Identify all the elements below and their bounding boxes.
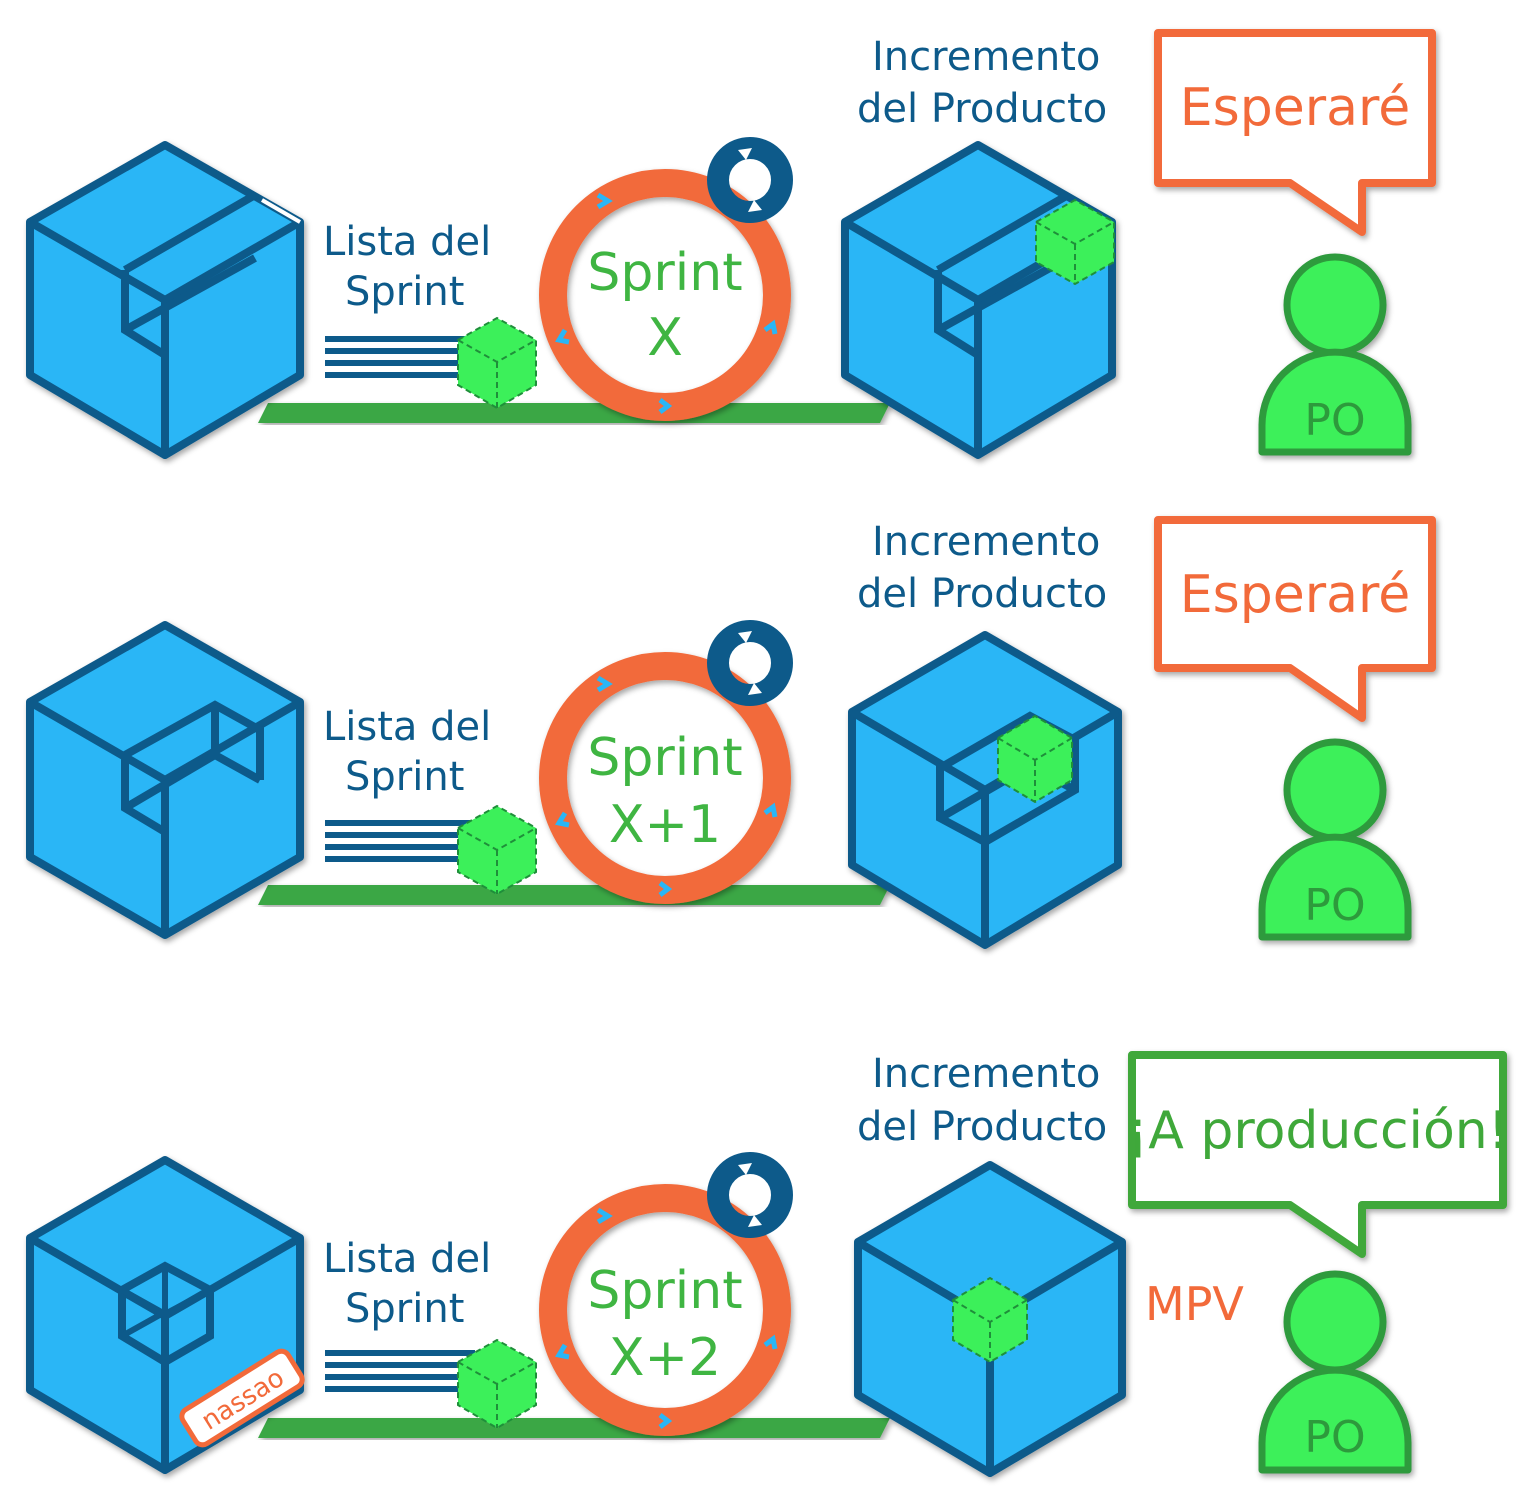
sprint-ring <box>539 652 791 904</box>
cycle-icon <box>707 1152 793 1238</box>
sprint-number: X+2 <box>609 1328 721 1388</box>
sprint-list-lines <box>325 820 475 862</box>
green-increment-cube <box>952 1276 1028 1364</box>
green-track <box>258 885 890 905</box>
product-owner-icon <box>1258 738 1412 941</box>
increment-label-2: del Producto <box>857 86 1107 132</box>
sprint-list-lines <box>325 336 475 378</box>
speech-bubble <box>1154 29 1436 236</box>
green-item-cube <box>457 1338 537 1430</box>
sprint-list-label-2: Sprint <box>345 1286 464 1332</box>
green-item-cube <box>457 804 537 896</box>
increment-label-1: Incremento <box>872 34 1100 80</box>
green-increment-cube <box>1035 198 1115 286</box>
sprint-label: Sprint <box>587 1261 742 1321</box>
sprint-list-label-2: Sprint <box>345 269 464 315</box>
sprint-ring <box>539 169 791 421</box>
sprint-list-label-1: Lista del <box>323 219 491 265</box>
speech-bubble <box>1128 1051 1507 1258</box>
sprint-ring <box>539 1184 791 1436</box>
left-cube <box>26 621 304 939</box>
product-owner-icon <box>1258 253 1412 456</box>
green-item-cube <box>457 316 537 410</box>
sprint-label: Sprint <box>587 728 742 788</box>
left-cube <box>26 141 304 459</box>
sprint-list-label-1: Lista del <box>323 1236 491 1282</box>
speech-bubble <box>1154 516 1436 722</box>
speech-text: ¡A producción! <box>1127 1101 1508 1161</box>
po-label: PO <box>1304 395 1365 446</box>
mvp-label: MPV <box>1145 1277 1244 1331</box>
increment-cube <box>848 631 1122 949</box>
increment-label-2: del Producto <box>857 571 1107 617</box>
po-label: PO <box>1304 1412 1365 1463</box>
product-owner-icon <box>1258 1270 1412 1474</box>
speech-text: Esperaré <box>1180 78 1410 138</box>
sprint-list-label-1: Lista del <box>323 704 491 750</box>
left-cube <box>26 1156 304 1474</box>
increment-label-1: Incremento <box>872 519 1100 565</box>
sprint-label: Sprint <box>587 243 742 303</box>
green-increment-cube <box>997 714 1073 804</box>
sprint-number: X+1 <box>609 795 721 855</box>
row-3: nassao Lista del Sprint Sprint X+2 <box>26 1051 1509 1477</box>
cycle-icon <box>707 137 793 223</box>
sprint-number: X <box>647 308 683 368</box>
increment-label-1: Incremento <box>872 1051 1100 1097</box>
green-track <box>258 403 890 423</box>
cycle-icon <box>707 620 793 706</box>
po-label: PO <box>1304 880 1365 931</box>
sprint-list-lines <box>325 1350 475 1392</box>
sprint-list-label-2: Sprint <box>345 754 464 800</box>
increment-label-2: del Producto <box>857 1104 1107 1150</box>
row-2: Lista del Sprint Sprint X+1 <box>26 516 1436 949</box>
row-1: Lista del Sprint Sprint X <box>26 29 1436 459</box>
speech-text: Esperaré <box>1180 565 1410 625</box>
green-track <box>258 1418 890 1438</box>
